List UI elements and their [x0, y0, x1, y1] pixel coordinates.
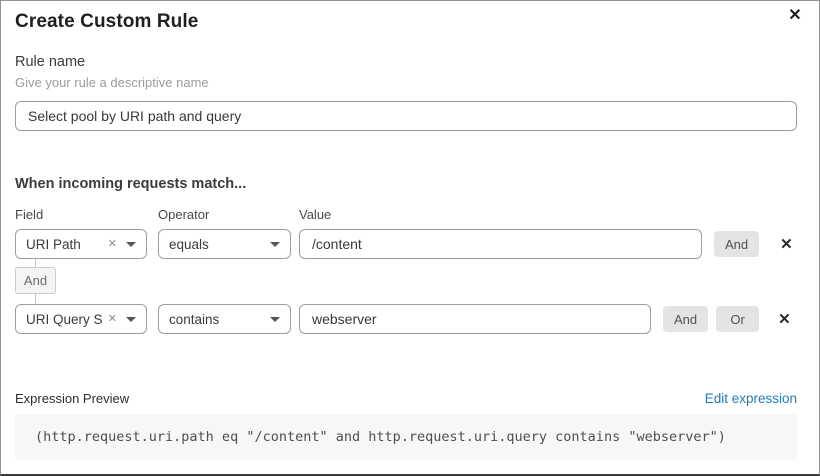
column-labels: Field Operator Value: [15, 207, 797, 222]
edit-expression-link[interactable]: Edit expression: [704, 391, 797, 406]
rule-name-label: Rule name: [15, 54, 86, 70]
field-column-label: Field: [15, 207, 44, 222]
clear-selection-icon[interactable]: ✕: [107, 237, 117, 250]
condition-row: URI Query St... ✕ contains And Or ✕: [15, 304, 797, 334]
dialog-title: Create Custom Rule: [15, 11, 199, 32]
field-dropdown[interactable]: URI Path ✕: [15, 229, 147, 259]
rule-name-helper: Give your rule a descriptive name: [15, 75, 209, 90]
condition-row: URI Path ✕ equals And ✕: [15, 229, 797, 259]
field-dropdown-value: URI Path: [26, 236, 81, 252]
field-dropdown-value: URI Query St...: [26, 311, 102, 327]
logic-connector: And: [15, 259, 75, 304]
field-dropdown[interactable]: URI Query St... ✕: [15, 304, 147, 334]
delete-row-icon[interactable]: ✕: [778, 310, 791, 328]
expression-preview-header: Expression Preview Edit expression: [15, 391, 797, 406]
connector-line: [35, 259, 36, 267]
chevron-down-icon: [270, 316, 280, 322]
delete-row-icon[interactable]: ✕: [780, 235, 793, 253]
connector-line: [35, 294, 36, 304]
rule-name-input[interactable]: [15, 101, 797, 131]
expression-preview-label: Expression Preview: [15, 391, 130, 406]
close-icon[interactable]: ✕: [785, 6, 805, 26]
and-connector-badge: And: [15, 267, 56, 294]
operator-dropdown-value: contains: [169, 311, 220, 327]
clear-selection-icon[interactable]: ✕: [107, 312, 117, 325]
expression-code: (http.request.uri.path eq "/content" and…: [15, 414, 797, 460]
operator-column-label: Operator: [158, 207, 210, 222]
or-button[interactable]: Or: [716, 306, 760, 332]
operator-dropdown-value: equals: [169, 236, 209, 252]
value-column-label: Value: [299, 207, 332, 222]
value-input[interactable]: [299, 229, 702, 259]
match-heading: When incoming requests match...: [15, 176, 247, 192]
value-input[interactable]: [299, 304, 651, 334]
dialog-content: Create Custom Rule Rule name Give your r…: [1, 1, 819, 460]
chevron-down-icon: [126, 241, 136, 247]
chevron-down-icon: [126, 316, 136, 322]
and-button[interactable]: And: [663, 306, 709, 332]
chevron-down-icon: [270, 241, 280, 247]
operator-dropdown[interactable]: contains: [158, 304, 291, 334]
and-button[interactable]: And: [714, 231, 760, 257]
operator-dropdown[interactable]: equals: [158, 229, 291, 259]
